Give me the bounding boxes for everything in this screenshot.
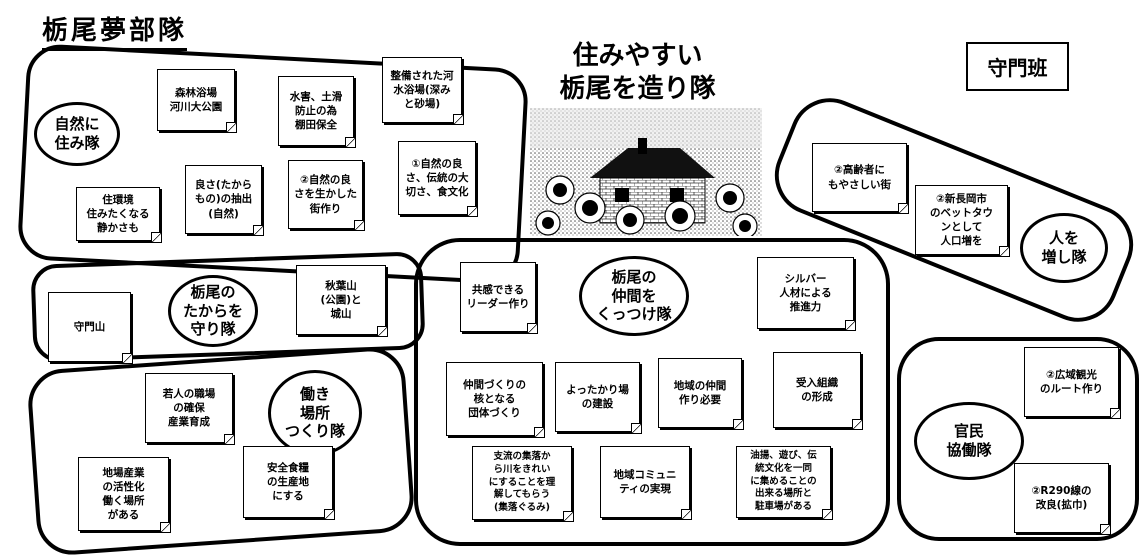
note-hataraki-1: 若人の職場 の確保 産業育成 — [145, 373, 234, 444]
note-shizen-3: 整備された河 水浴場(深み と砂場) — [382, 57, 463, 124]
note-shizen-6: ②自然の良 さを生かした 街作り — [288, 160, 364, 230]
group-kanmin — [897, 337, 1139, 541]
note-shizen-7: ①自然の良 さ、伝統の大 切さ、食文化 — [398, 141, 477, 216]
group-kanmin-name: 官民 協働隊 — [914, 402, 1024, 480]
team-badge: 守門班 — [966, 42, 1069, 91]
note-shizen-2: 水害、土滑 防止の為 棚田保全 — [278, 76, 355, 147]
note-hataraki-2: 地場産業 の活性化 働く場所 がある — [78, 457, 170, 532]
note-nakama-6: 受入組織 の形成 — [773, 352, 862, 429]
group-shizen-name: 自然に 住み隊 — [34, 102, 120, 166]
group-hataraki-name: 働き 場所 つくり隊 — [268, 370, 362, 456]
note-nakama-2: シルバー 人材による 推進力 — [757, 257, 855, 330]
page-title: 栃尾夢部隊 — [42, 10, 188, 51]
note-hito-2: ②新長岡市 のベットタウ ンとして 人口増を — [915, 185, 1009, 256]
note-takara-1: 守門山 — [48, 292, 132, 363]
note-nakama-7: 支流の集落か ら川をきれい にすることを理 解してもらう (集落ぐるみ) — [472, 446, 573, 521]
note-kanmin-1: ②広域観光 のルート作り — [1024, 347, 1120, 418]
house-sunflower-picture — [530, 108, 762, 236]
note-shizen-4: 住環境 住みたくなる 静かさも — [76, 187, 161, 242]
note-nakama-5: 地域の仲間 作り必要 — [658, 358, 743, 429]
note-shizen-1: 森林浴場 河川大公園 — [157, 69, 236, 132]
note-nakama-3: 仲間づくりの 核となる 団体づくり — [446, 362, 544, 437]
note-takara-2: 秋葉山 (公園)と 城山 — [296, 265, 387, 336]
note-hataraki-3: 安全食糧 の生産地 にする — [243, 446, 334, 519]
note-nakama-8: 地域コミュニ ティの実現 — [600, 446, 691, 519]
note-nakama-1: 共感できる リーダー作り — [460, 262, 537, 333]
note-nakama-9: 油揚、遊び、伝 統文化を一同 に集めることの 出来る場所と 駐車場がある — [736, 446, 832, 519]
note-shizen-5: 良さ(たから もの)の抽出 (自然) — [185, 165, 263, 235]
note-kanmin-2: ②R290線の 改良(拡巾) — [1014, 463, 1110, 534]
note-hito-1: ②高齢者に もやさしい街 — [812, 143, 908, 213]
group-takara-name: 栃尾の たからを 守り隊 — [168, 275, 258, 347]
note-nakama-4: よったかり場 の建設 — [555, 362, 641, 433]
group-nakama-name: 栃尾の 仲間を くっつけ隊 — [579, 256, 689, 336]
group-hito-name: 人を 増し隊 — [1020, 213, 1108, 283]
center-title: 住みやすい 栃尾を造り隊 — [559, 41, 716, 104]
group-nakama — [414, 238, 890, 546]
